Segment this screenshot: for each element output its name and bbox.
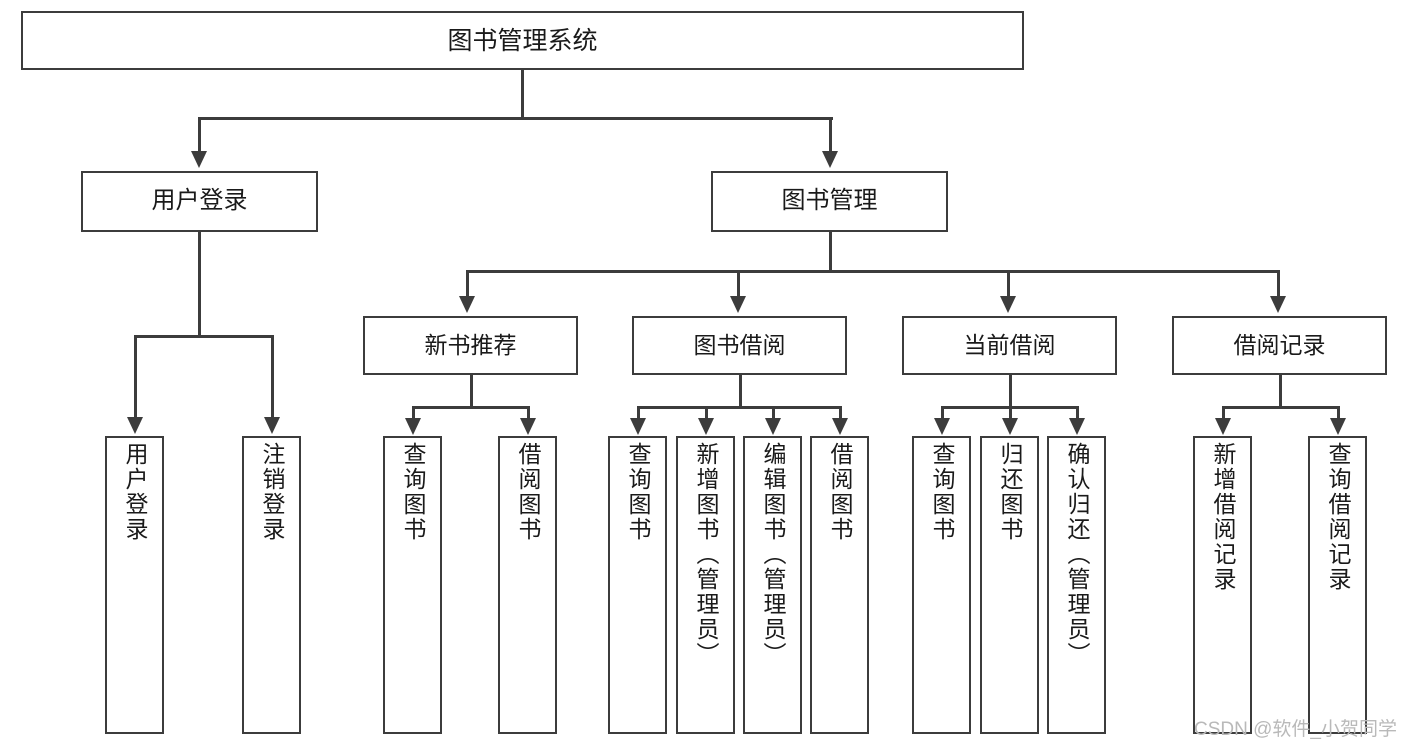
edge-borrow-record-stem <box>1279 375 1282 408</box>
arrowhead-cb-confirm-return <box>1069 418 1085 435</box>
edge-br-leaf-2 <box>1337 406 1340 420</box>
arrowhead-current-borrow <box>1000 296 1016 313</box>
edge-to-current-borrow <box>1007 270 1010 298</box>
arrowhead-book-mgmt <box>822 151 838 168</box>
leaf-cb-return-book[interactable]: 归还图书 <box>980 436 1039 734</box>
node-label: 查询图书 <box>625 442 651 542</box>
edge-user-login-leaf-2 <box>271 335 274 419</box>
edge-user-login-bar <box>134 335 273 338</box>
arrowhead-book-borrow <box>730 296 746 313</box>
node-label: 借阅记录 <box>1233 331 1326 358</box>
arrowhead-nb-query-book <box>405 418 421 435</box>
edge-user-login-stem <box>198 232 201 337</box>
node-book-management[interactable]: 图书管理 <box>711 171 948 232</box>
edge-bb-leaf-1 <box>637 406 640 420</box>
edge-root-to-user-login <box>198 117 201 153</box>
leaf-bb-add-book[interactable]: 新增图书（管理员） <box>676 436 735 734</box>
arrowhead-borrow-record <box>1270 296 1286 313</box>
edge-bb-leaf-4 <box>839 406 842 420</box>
edge-bb-leaf-2 <box>705 406 708 420</box>
leaf-cb-confirm-return[interactable]: 确认归还（管理员） <box>1047 436 1106 734</box>
edge-to-borrow-record <box>1277 270 1280 298</box>
node-current-borrow[interactable]: 当前借阅 <box>902 316 1117 375</box>
node-label: 新书推荐 <box>424 331 517 358</box>
edge-cb-leaf-1 <box>941 406 944 420</box>
leaf-br-query-record[interactable]: 查询借阅记录 <box>1308 436 1367 734</box>
node-label: 注销登录 <box>259 442 285 542</box>
arrowhead-cb-return-book <box>1002 418 1018 435</box>
leaf-nb-query-book[interactable]: 查询图书 <box>383 436 442 734</box>
arrowhead-br-query-record <box>1330 418 1346 435</box>
node-label: 用户登录 <box>151 187 248 215</box>
node-label: 图书管理系统 <box>447 26 598 55</box>
node-label: 新增借阅记录 <box>1210 442 1236 592</box>
node-label: 新增图书（管理员） <box>693 442 719 667</box>
edge-root-bar <box>198 117 833 120</box>
node-borrow-record[interactable]: 借阅记录 <box>1172 316 1387 375</box>
edge-br-leaf-1 <box>1222 406 1225 420</box>
arrowhead-br-add-record <box>1215 418 1231 435</box>
arrowhead-user-login <box>191 151 207 168</box>
edge-to-new-book <box>466 270 469 298</box>
node-label: 查询图书 <box>929 442 955 542</box>
edge-to-book-borrow <box>737 270 740 298</box>
edge-root-to-book-mgmt <box>829 117 832 153</box>
edge-current-borrow-stem <box>1009 375 1012 408</box>
leaf-br-add-record[interactable]: 新增借阅记录 <box>1193 436 1252 734</box>
edge-cb-leaf-2 <box>1009 406 1012 420</box>
node-label: 借阅图书 <box>827 442 853 542</box>
edge-book-borrow-stem <box>739 375 742 408</box>
edge-new-book-leaf-1 <box>412 406 415 420</box>
arrowhead-cb-query-book <box>934 418 950 435</box>
node-user-login[interactable]: 用户登录 <box>81 171 318 232</box>
edge-borrow-record-bar <box>1222 406 1340 409</box>
leaf-cb-query-book[interactable]: 查询图书 <box>912 436 971 734</box>
edge-book-mgmt-stem <box>829 232 832 272</box>
arrowhead-bb-add-book <box>698 418 714 435</box>
leaf-nb-borrow-book[interactable]: 借阅图书 <box>498 436 557 734</box>
leaf-bb-borrow-book[interactable]: 借阅图书 <box>810 436 869 734</box>
arrowhead-nb-borrow-book <box>520 418 536 435</box>
leaf-bb-query-book[interactable]: 查询图书 <box>608 436 667 734</box>
node-label: 查询图书 <box>400 442 426 542</box>
node-label: 用户登录 <box>122 442 148 542</box>
arrowhead-leaf-user-login <box>127 417 143 434</box>
arrowhead-bb-query-book <box>630 418 646 435</box>
edge-new-book-leaf-2 <box>527 406 530 420</box>
leaf-logout[interactable]: 注销登录 <box>242 436 301 734</box>
leaf-user-login[interactable]: 用户登录 <box>105 436 164 734</box>
edge-root-stem <box>521 70 524 119</box>
leaf-bb-edit-book[interactable]: 编辑图书（管理员） <box>743 436 802 734</box>
edge-new-book-stem <box>470 375 473 408</box>
node-label: 图书管理 <box>781 187 878 215</box>
node-root-system[interactable]: 图书管理系统 <box>21 11 1024 70</box>
edge-user-login-leaf-1 <box>134 335 137 419</box>
node-label: 图书借阅 <box>693 331 786 358</box>
arrowhead-leaf-logout <box>264 417 280 434</box>
node-label: 借阅图书 <box>515 442 541 542</box>
arrowhead-bb-borrow-book <box>832 418 848 435</box>
node-new-book-recommend[interactable]: 新书推荐 <box>363 316 578 375</box>
edge-new-book-bar <box>412 406 530 409</box>
node-label: 编辑图书（管理员） <box>760 442 786 667</box>
node-book-borrow[interactable]: 图书借阅 <box>632 316 847 375</box>
edge-book-borrow-bar <box>637 406 841 409</box>
edge-book-mgmt-bar <box>466 270 1280 273</box>
node-label: 确认归还（管理员） <box>1064 442 1090 667</box>
arrowhead-bb-edit-book <box>765 418 781 435</box>
node-label: 归还图书 <box>997 442 1023 542</box>
node-label: 查询借阅记录 <box>1325 442 1351 592</box>
edge-bb-leaf-3 <box>772 406 775 420</box>
node-label: 当前借阅 <box>963 331 1056 358</box>
arrowhead-new-book <box>459 296 475 313</box>
edge-cb-leaf-3 <box>1076 406 1079 420</box>
